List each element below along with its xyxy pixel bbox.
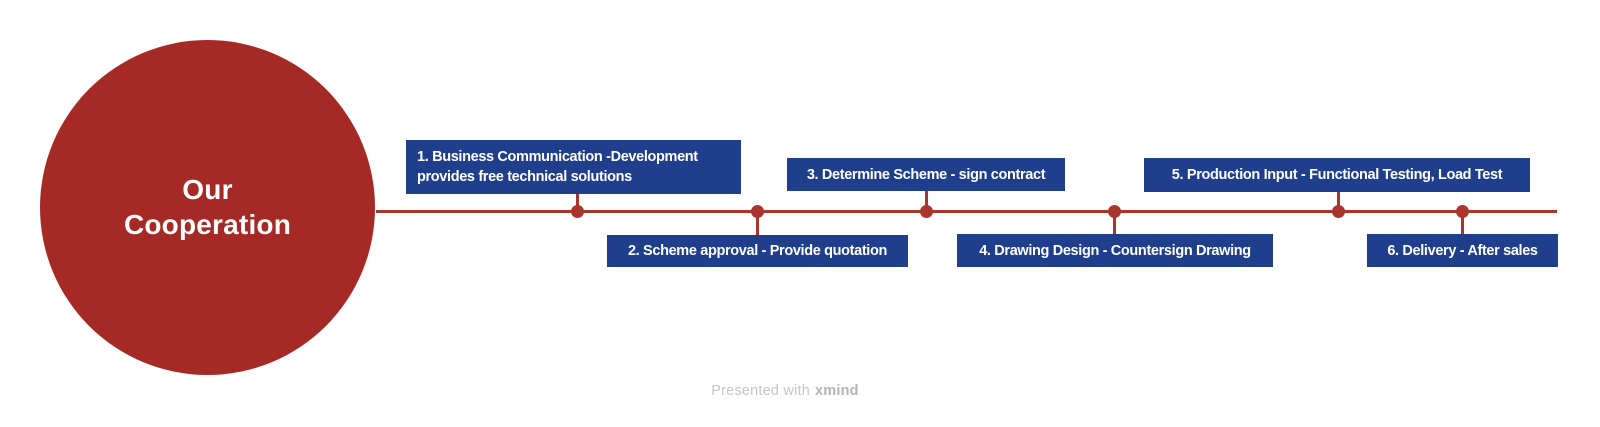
step-6-label: 6. Delivery - After sales	[1387, 242, 1538, 259]
step-3-label: 3. Determine Scheme - sign contract	[806, 166, 1046, 183]
step-2-connector	[755, 212, 759, 235]
step-5-label: 5. Production Input - Functional Testing…	[1171, 167, 1503, 183]
step-3-box: 3. Determine Scheme - sign contract	[787, 158, 1065, 191]
step-6-box: 6. Delivery - After sales	[1367, 234, 1558, 267]
step-1-connector	[575, 194, 579, 211]
step-5-dot	[1331, 205, 1345, 218]
watermark-text: Presented with	[711, 383, 810, 399]
timeline-line	[376, 210, 1557, 213]
step-1-box: 1. Business Communication -Development p…	[406, 140, 741, 194]
central-topic-circle: Our Cooperation	[40, 40, 375, 375]
step-1-label: 1. Business Communication -Development p…	[417, 149, 698, 185]
step-2-dot	[750, 205, 764, 218]
central-topic-title: Our Cooperation	[123, 173, 292, 240]
step-3-dot	[919, 205, 933, 218]
step-2-label: 2. Scheme approval - Provide quotation	[627, 243, 888, 259]
step-4-label: 4. Drawing Design - Countersign Drawing	[979, 242, 1251, 259]
step-4-box: 4. Drawing Design - Countersign Drawing	[957, 234, 1273, 267]
step-6-connector	[1460, 212, 1464, 234]
step-4-connector	[1112, 212, 1116, 234]
watermark: Presented with xmind	[0, 383, 1570, 399]
step-6-dot	[1455, 205, 1469, 218]
step-1-dot	[570, 205, 584, 218]
xmind-logo-text: xmind	[815, 383, 859, 399]
step-5-box: 5. Production Input - Functional Testing…	[1144, 158, 1530, 192]
step-3-connector	[924, 191, 928, 211]
step-2-box: 2. Scheme approval - Provide quotation	[607, 235, 908, 267]
step-4-dot	[1107, 205, 1121, 218]
step-5-connector	[1336, 192, 1340, 211]
